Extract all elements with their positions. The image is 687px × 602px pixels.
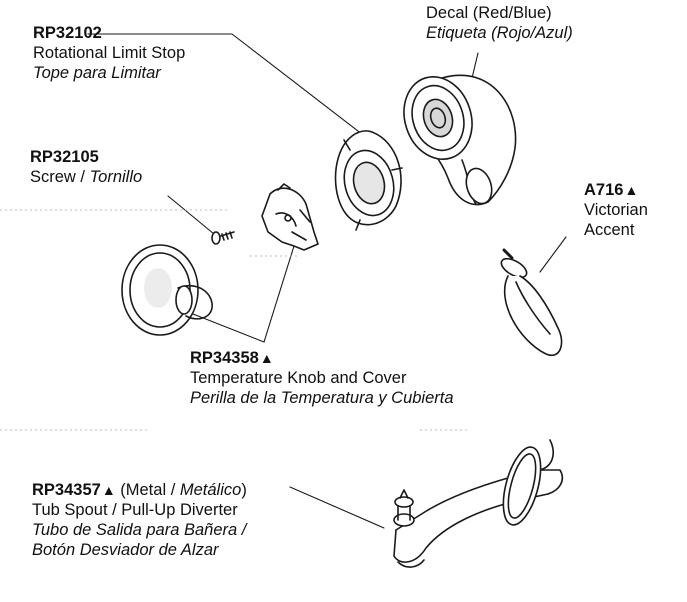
leader-lines [87,33,567,529]
leader-screw [167,195,215,235]
spout-english: Tub Spout / Pull-Up Diverter [32,501,238,519]
limit-stop-spanish: Tope para Limitar [33,64,161,82]
decal-sleeve [403,74,517,206]
spout-part-number: RP34357 [32,481,101,499]
leader-spout [289,486,385,529]
spout-spanish-line1: Tubo de Salida para Bañera / [32,521,247,539]
accent-part-line: A716▲ [584,180,648,200]
decal-english: Decal (Red/Blue) [426,4,552,22]
screw-part-number: RP32105 [30,148,99,166]
limit-stop-part-number: RP32102 [33,24,102,42]
label-knob: RP34358▲ Temperature Knob and Cover Peri… [190,348,454,408]
spout-marker-icon: ▲ [101,482,116,498]
accent-line1: Victorian [584,201,648,219]
label-decal: Decal (Red/Blue) Etiqueta (Rojo/Azul) [426,3,573,43]
accent-line2: Accent [584,221,635,239]
screw-name-line: Screw / Tornillo [30,167,142,187]
knob-marker-icon: ▲ [259,350,274,366]
spout-material-suffix: ) [241,481,247,499]
accent-marker-icon: ▲ [624,182,639,198]
limit-stop-ring [334,130,403,231]
limit-stop-english: Rotational Limit Stop [33,44,186,62]
leader-limit-stop [87,33,381,149]
spout-material-es: Metálico [179,481,242,499]
knob-part-number: RP34358 [190,349,259,367]
spout-material-prefix: (Metal / [120,481,176,499]
screw-spanish: Tornillo [89,168,143,186]
scan-dots [0,209,470,431]
knob-part-line: RP34358▲ [190,348,454,368]
label-accent: A716▲ Victorian Accent [584,180,648,240]
knob-insert [261,183,319,251]
spout-part-line: RP34357▲ (Metal / Metálico) [32,480,247,500]
knob-english: Temperature Knob and Cover [190,369,407,387]
label-spout: RP34357▲ (Metal / Metálico) Tub Spout / … [32,480,247,560]
label-screw: RP32105 Screw / Tornillo [30,147,142,187]
knob-spanish: Perilla de la Temperatura y Cubierta [190,389,454,407]
accent-part-number: A716 [584,181,624,199]
tub-spout [393,439,564,568]
knob-cover [121,244,213,336]
label-limit-stop: RP32102 Rotational Limit Stop Tope para … [33,23,185,83]
victorian-accent [500,248,563,357]
leader-accent [539,236,567,273]
screw-part [211,231,235,245]
decal-spanish: Etiqueta (Rojo/Azul) [426,24,573,42]
leader-knob-a [187,311,265,343]
spout-spanish-line2: Botón Desviador de Alzar [32,541,219,559]
screw-english: Screw / [30,168,86,186]
leader-knob-b [263,245,295,343]
